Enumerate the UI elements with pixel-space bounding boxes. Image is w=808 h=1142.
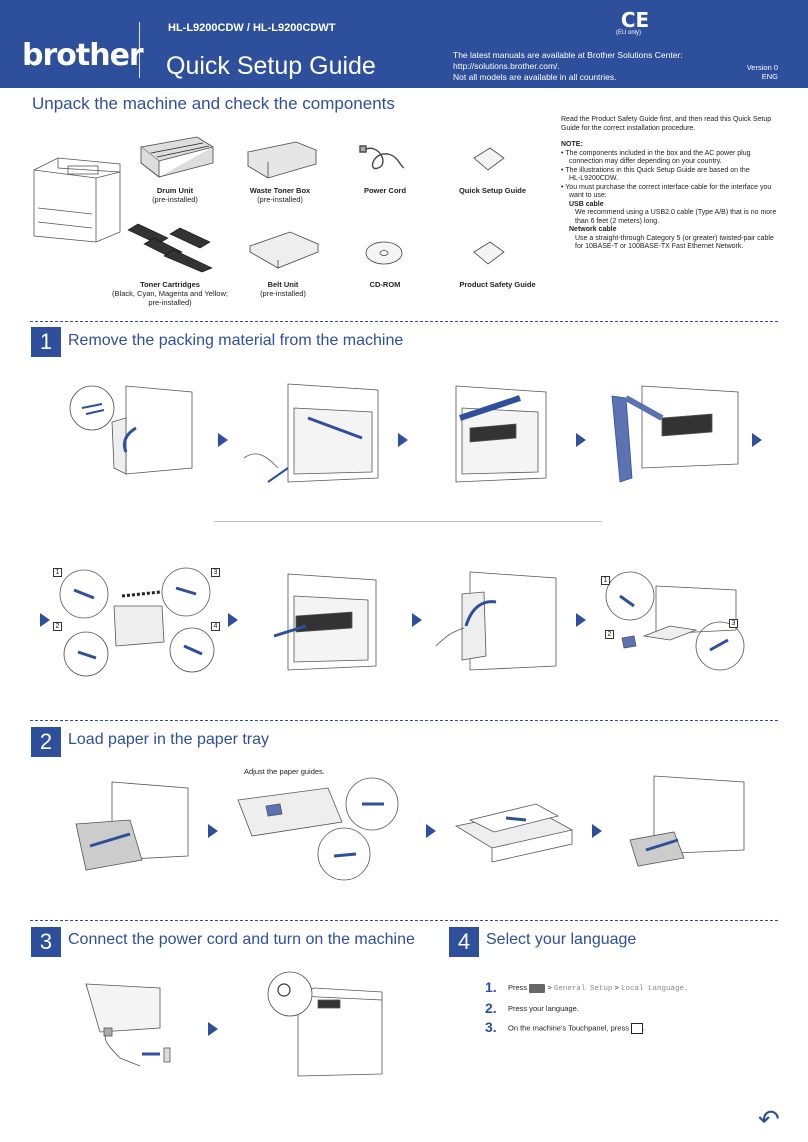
step1-illustration-f (252, 566, 382, 678)
sub-step-tag: 4 (211, 622, 220, 631)
power-cord-label: Power Cord (363, 186, 407, 195)
brother-logo: brother (22, 38, 144, 73)
step-2-number: 2 (31, 727, 61, 757)
toner-cartridges-label: Toner Cartridges (Black, Cyan, Magenta a… (112, 280, 228, 307)
note-block: Read the Product Safety Guide first, and… (561, 116, 777, 250)
solutions-center-info: The latest manuals are available at Brot… (453, 50, 683, 82)
step2-illustration-c (446, 790, 576, 866)
next-arrow-icon (752, 433, 762, 447)
step1-illustration-h (600, 566, 750, 678)
step1-illustration-d (602, 378, 742, 490)
section-divider (30, 720, 778, 721)
next-arrow-icon (426, 824, 436, 838)
sub-step-tag: 1 (53, 568, 62, 577)
next-arrow-icon (208, 824, 218, 838)
step-3-title: Connect the power cord and turn on the m… (68, 931, 415, 948)
home-icon[interactable] (631, 1023, 644, 1034)
belt-unit-label: Belt Unit(pre-installed) (260, 280, 306, 298)
step1-illustration-e (52, 566, 222, 678)
next-arrow-icon (228, 613, 238, 627)
step3-illustration-b (264, 970, 388, 1078)
step1-illustration-c (420, 378, 550, 490)
step1-illustration-g (432, 566, 562, 678)
step-4-number: 4 (449, 927, 479, 957)
belt-unit-illustration (246, 230, 322, 274)
header-divider (139, 22, 140, 78)
step1-illustration-a (66, 378, 196, 478)
sub-step-tag: 3 (211, 568, 220, 577)
step-4-title: Select your language (486, 931, 637, 948)
page-title: Quick Setup Guide (166, 52, 376, 80)
step-1-title: Remove the packing material from the mac… (68, 332, 404, 349)
step3-illustration-a (80, 978, 180, 1078)
settings-key-icon[interactable] (529, 983, 546, 993)
ce-mark-icon: CE (620, 8, 650, 32)
header-banner: brother HL-L9200CDW / HL-L9200CDWT Quick… (0, 0, 808, 88)
substep-divider (214, 521, 602, 522)
menu-local-language[interactable]: Local Language (620, 985, 684, 993)
sub-step-tag: 2 (53, 622, 62, 631)
next-arrow-icon (412, 613, 422, 627)
version-info: Version 0 ENG (746, 63, 778, 81)
step-2-title: Load paper in the paper tray (68, 731, 270, 748)
drum-unit-label: Drum Unit(pre-installed) (152, 186, 198, 204)
adjust-guides-caption: Adjust the paper guides. (244, 767, 325, 776)
ce-note: (EU only) (616, 30, 642, 36)
step2-illustration-d (624, 770, 748, 870)
next-arrow-icon (208, 1022, 218, 1036)
section-divider (30, 920, 778, 921)
cd-rom-illustration (364, 240, 404, 266)
drum-unit-illustration (137, 133, 217, 183)
quick-setup-guide-illustration (472, 146, 506, 172)
unpack-heading: Unpack the machine and check the compone… (32, 94, 395, 113)
solutions-link[interactable]: http://solutions.brother.com/. (453, 61, 560, 71)
next-arrow-icon (218, 433, 228, 447)
product-safety-guide-illustration (472, 240, 506, 266)
next-arrow-icon (40, 613, 50, 627)
next-arrow-icon (576, 613, 586, 627)
waste-toner-box-illustration (244, 138, 320, 184)
next-arrow-icon (576, 433, 586, 447)
step1-illustration-b (238, 378, 383, 490)
step2-illustration-b (232, 776, 412, 886)
model-name: HL-L9200CDW / HL-L9200CDWT (168, 22, 336, 34)
power-cord-illustration (358, 138, 408, 178)
toner-cartridges-illustration (124, 222, 216, 274)
printer-illustration (28, 148, 124, 244)
step-3-number: 3 (31, 927, 61, 957)
section-divider (30, 321, 778, 322)
step2-illustration-a (70, 776, 194, 876)
product-safety-guide-label: Product Safety Guide (459, 280, 536, 289)
return-arrow-icon[interactable]: ↶ (758, 1104, 780, 1134)
cd-rom-label: CD-ROM (369, 280, 401, 289)
waste-toner-label: Waste Toner Box(pre-installed) (249, 186, 311, 204)
sub-step-tag: 1 (601, 576, 610, 585)
next-arrow-icon (398, 433, 408, 447)
menu-general-setup[interactable]: General Setup (553, 985, 613, 993)
sub-step-tag: 2 (605, 630, 614, 639)
step-1-number: 1 (31, 327, 61, 357)
quick-setup-guide-label: Quick Setup Guide (458, 186, 527, 195)
next-arrow-icon (592, 824, 602, 838)
sub-step-tag: 3 (729, 619, 738, 628)
